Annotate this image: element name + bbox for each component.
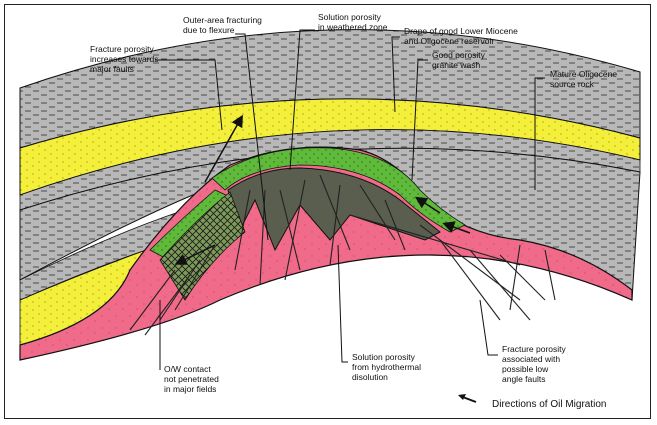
label-source-rock: Mature Oligocene source rock [550, 69, 619, 89]
basement-fractures [129, 174, 556, 336]
label-granite-wash: Good porosity granite wash [432, 50, 487, 70]
label-fracture-low-angle: Fracture porosity associated with possib… [502, 344, 568, 384]
label-drape-reservoir: Drape of good Lower Miocene and Oligocen… [404, 26, 520, 46]
left-flank-fracture-hatch [159, 191, 246, 301]
legend: Directions of Oil Migration [458, 394, 606, 410]
label-solution-hydrothermal: Solution porosity from hydrothermal diso… [352, 352, 423, 382]
migration-arrows [174, 114, 471, 265]
label-fracture-faults: Fracture porosity increases towards majo… [90, 44, 161, 74]
label-ow-contact: O/W contact not penetrated in major fiel… [164, 364, 221, 394]
label-leaders [155, 29, 545, 370]
legend-text: Directions of Oil Migration [492, 399, 606, 410]
granite-wash-drape [211, 147, 466, 233]
label-outer-fracturing: Outer-area fracturing due to flexure [183, 15, 264, 35]
migration-arrow-icon [458, 394, 477, 403]
label-solution-weathered: Solution porosity in weathered zone [318, 12, 388, 32]
